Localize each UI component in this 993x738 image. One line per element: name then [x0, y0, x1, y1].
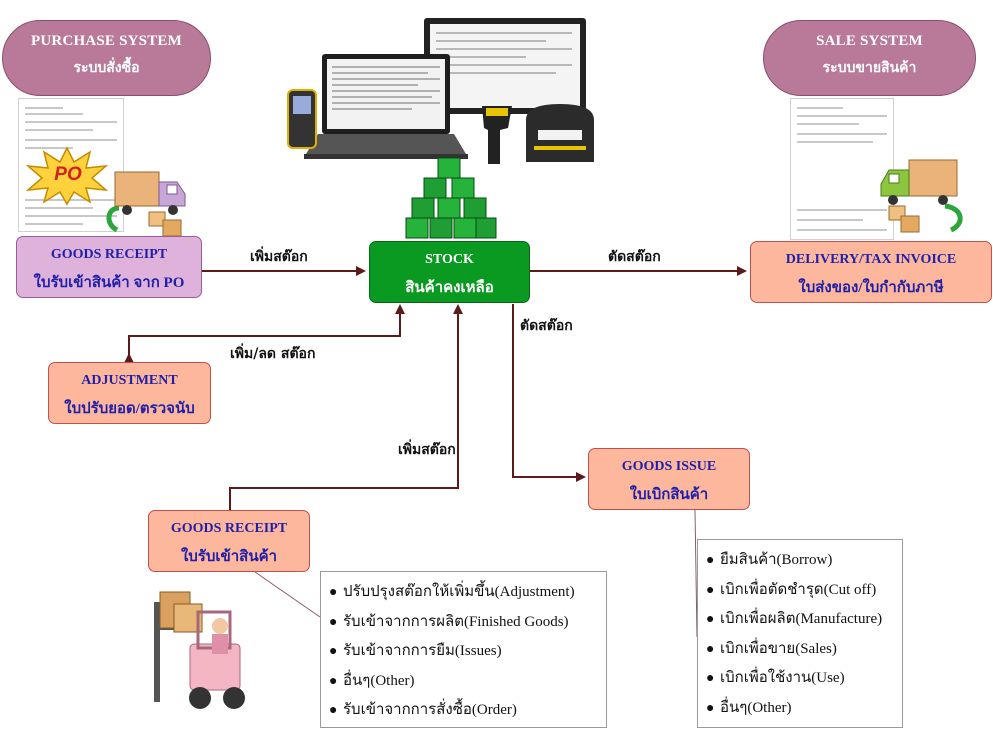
bullet-icon: ●: [329, 614, 338, 630]
list-item: ●ปรับปรุงสต๊อกให้เพิ่มขึ้น(Adjustment): [329, 578, 598, 608]
goods-receipt-po-title: GOODS RECEIPT: [50, 247, 168, 262]
list-item: ●รับเข้าจากการสั่งซื้อ(Order): [329, 696, 598, 726]
delivery-invoice-document: [790, 98, 894, 240]
bullet-icon: ●: [329, 644, 338, 660]
stacked-boxes-icon: [405, 157, 497, 239]
bullet-icon: ●: [706, 553, 715, 568]
laptop-icon: [287, 18, 586, 159]
label-printer-icon: [526, 104, 594, 162]
adjustment-title: ADJUSTMENT: [81, 373, 178, 388]
goods-receipt-box: GOODS RECEIPT ใบรับเข้าสินค้า: [148, 510, 310, 572]
stock-title: STOCK: [425, 252, 474, 267]
goods-receipt-subtitle: ใบรับเข้าสินค้า: [180, 549, 278, 565]
receipt-types-list: ●ปรับปรุงสต๊อกให้เพิ่มขึ้น(Adjustment) ●…: [320, 571, 607, 728]
sale-system-pill: SALE SYSTEM ระบบขายสินค้า: [763, 20, 976, 96]
purchase-system-title: PURCHASE SYSTEM: [31, 33, 182, 49]
adjustment-subtitle: ใบปรับยอด/ตรวจนับ: [64, 401, 195, 417]
bullet-icon: ●: [706, 641, 715, 657]
truck-icon: [106, 171, 186, 237]
bullet-icon: ●: [706, 700, 715, 716]
sale-system-subtitle: ระบบขายสินค้า: [822, 61, 917, 76]
bullet-icon: ●: [706, 612, 715, 628]
purchase-system-subtitle: ระบบสั่งซื้อ: [73, 61, 140, 76]
callout-line-issue: [694, 509, 698, 638]
purchase-system-pill: PURCHASE SYSTEM ระบบสั่งซื้อ: [2, 20, 211, 96]
list-item: ●อื่นๆ(Other): [706, 694, 894, 724]
issue-types-list: ●ยืมสินค้า(Borrow) ●เบิกเพื่อตัดชำรุด(Cu…: [697, 539, 903, 728]
callout-line-receipt: [254, 571, 321, 618]
bullet-icon: ●: [706, 671, 715, 687]
list-item: ●อื่นๆ(Other): [329, 667, 598, 697]
list-item: ●ยืมสินค้า(Borrow): [706, 546, 894, 576]
goods-receipt-po-box: GOODS RECEIPT ใบรับเข้าสินค้า จาก PO: [16, 236, 202, 298]
list-item: ●รับเข้าจากการยืม(Issues): [329, 637, 598, 667]
list-item: ●รับเข้าจากการผลิต(Finished Goods): [329, 608, 598, 638]
sale-system-title: SALE SYSTEM: [816, 33, 923, 49]
delivery-subtitle: ใบส่งของ/ใบกำกับภาษี: [798, 280, 944, 296]
po-badge: PO: [54, 164, 82, 185]
goods-receipt-po-subtitle: ใบรับเข้าสินค้า จาก PO: [33, 275, 185, 291]
goods-issue-title: GOODS ISSUE: [621, 459, 717, 474]
barcode-scanner-icon: [482, 106, 512, 164]
stock-subtitle: สินค้าคงเหลือ: [405, 280, 494, 296]
bullet-icon: ●: [329, 673, 338, 689]
adjustment-box: ADJUSTMENT ใบปรับยอด/ตรวจนับ: [48, 362, 211, 424]
arrow-receipt2-to-stock: [229, 304, 463, 512]
forklift-icon: [154, 591, 245, 709]
arrow-stock-to-issue: [512, 304, 586, 482]
label-receipt-to-stock: เพิ่มสต๊อก: [250, 249, 308, 265]
bullet-icon: ●: [706, 582, 715, 598]
bullet-icon: ●: [329, 703, 338, 719]
bullet-icon: ●: [329, 585, 338, 600]
label-adjust: เพิ่ม/ลด สต๊อก: [230, 346, 316, 362]
list-item: ●เบิกเพื่อขาย(Sales): [706, 635, 894, 665]
label-stock-to-delivery: ตัดสต๊อก: [608, 249, 661, 265]
goods-issue-box: GOODS ISSUE ใบเบิกสินค้า: [588, 448, 750, 510]
label-receipt2-to-stock: เพิ่มสต๊อก: [398, 442, 456, 458]
goods-issue-subtitle: ใบเบิกสินค้า: [629, 487, 709, 503]
delivery-tax-invoice-box: DELIVERY/TAX INVOICE ใบส่งของ/ใบกำกับภาษ…: [750, 241, 992, 303]
starburst-icon: [26, 146, 108, 206]
goods-receipt-title: GOODS RECEIPT: [170, 521, 288, 536]
list-item: ●เบิกเพื่อตัดชำรุด(Cut off): [706, 576, 894, 606]
list-item: ●เบิกเพื่อใช้งาน(Use): [706, 664, 894, 694]
list-item: ●เบิกเพื่อผลิต(Manufacture): [706, 605, 894, 635]
truck-icon: [880, 159, 963, 233]
arrow-adjust-bidirectional: [124, 304, 405, 363]
label-stock-to-issue: ตัดสต๊อก: [520, 318, 573, 334]
stock-box: STOCK สินค้าคงเหลือ: [369, 241, 530, 303]
delivery-title: DELIVERY/TAX INVOICE: [785, 252, 957, 267]
